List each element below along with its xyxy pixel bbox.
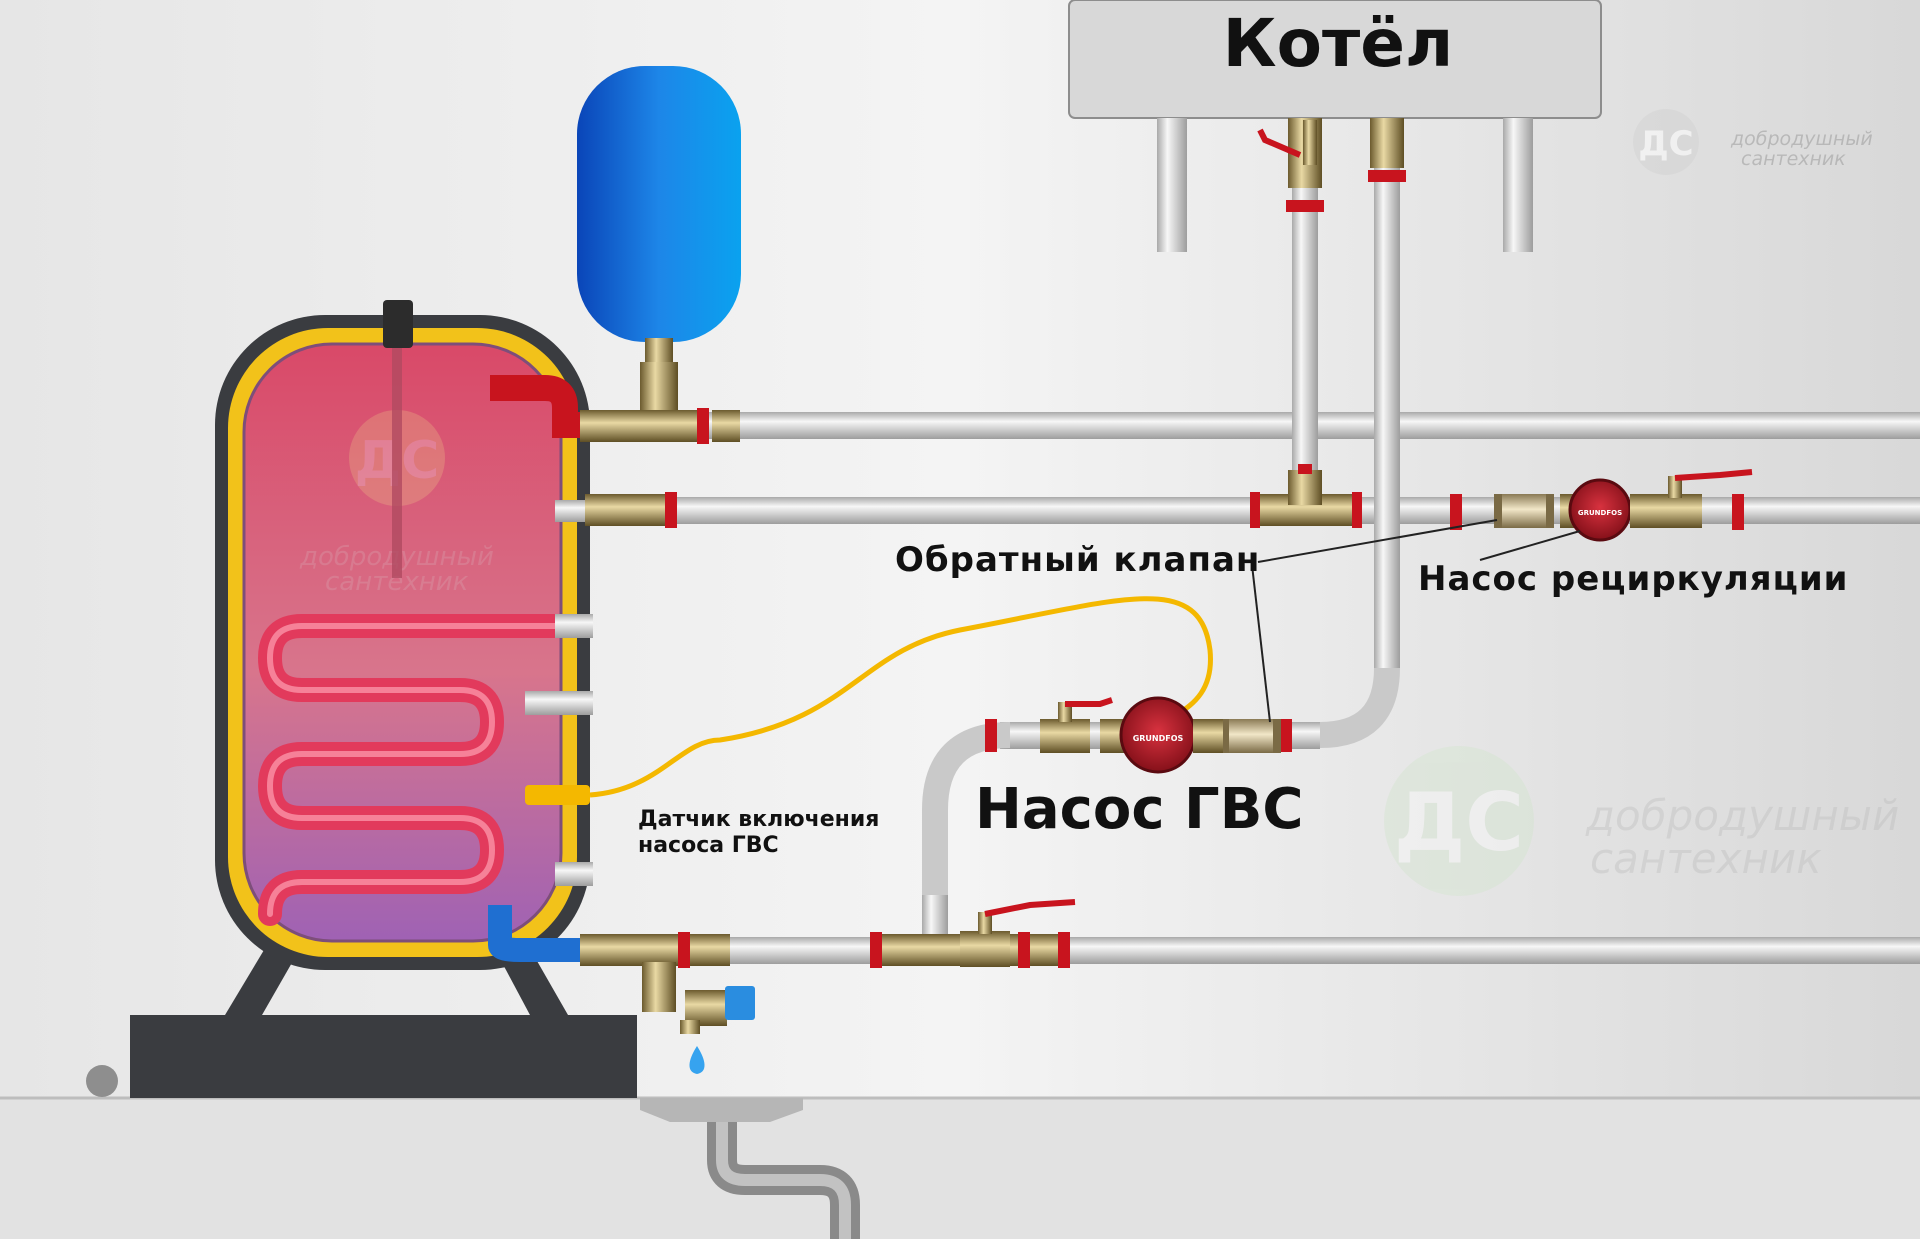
drain-funnel-icon [640, 1098, 860, 1239]
water-drop-icon [689, 1046, 705, 1074]
watermark-monogram: ДС [1638, 124, 1693, 164]
circulation-pump-icon: GRUNDFOS [1560, 478, 1650, 542]
ball-valve-icon [960, 899, 1076, 967]
temperature-sensor [525, 596, 1213, 805]
drain-valve [680, 986, 755, 1034]
check-valve-icon [1494, 494, 1554, 528]
svg-text:GRUNDFOS: GRUNDFOS [1133, 734, 1184, 743]
floor [0, 1098, 1920, 1239]
tank-base [130, 1015, 637, 1098]
ball-valve-icon [1648, 469, 1753, 528]
boiler-unit: Котёл [1068, 0, 1602, 252]
check-valve-icon [1221, 719, 1281, 753]
watermark-top-right: ДС добродушный сантехник [1633, 109, 1873, 175]
expansion-tank-icon [577, 66, 741, 412]
svg-text:добродушный: добродушный [1730, 128, 1873, 150]
svg-text:GRUNDFOS: GRUNDFOS [1578, 509, 1622, 517]
svg-text:сантехник: сантехник [1741, 148, 1846, 170]
watermark-center-right: ДС добродушный сантехник [1384, 746, 1899, 896]
sensor-label-line2: насоса ГВС [638, 833, 779, 858]
check-valve-label: Обратный клапан [895, 540, 1260, 580]
boiler-label: Котёл [1223, 5, 1454, 82]
svg-text:сантехник: сантехник [1590, 834, 1822, 883]
floor-ball [86, 1065, 118, 1097]
sensor-label-line1: Датчик включения [638, 807, 879, 832]
svg-text:добродушный: добродушный [1585, 791, 1899, 840]
ball-valve-icon [1040, 697, 1113, 753]
water-heater-tank-icon: ДС добродушный сантехник [130, 300, 637, 1098]
leader-lines [1251, 519, 1581, 723]
circulation-pump-icon: GRUNDFOS [1100, 696, 1223, 774]
svg-text:ДС: ДС [1394, 776, 1524, 869]
dhw-pump-label: Насос ГВС [975, 777, 1303, 842]
recirculation-pump-label: Насос рециркуляции [1418, 559, 1848, 599]
ball-valve-icon [1257, 120, 1317, 165]
